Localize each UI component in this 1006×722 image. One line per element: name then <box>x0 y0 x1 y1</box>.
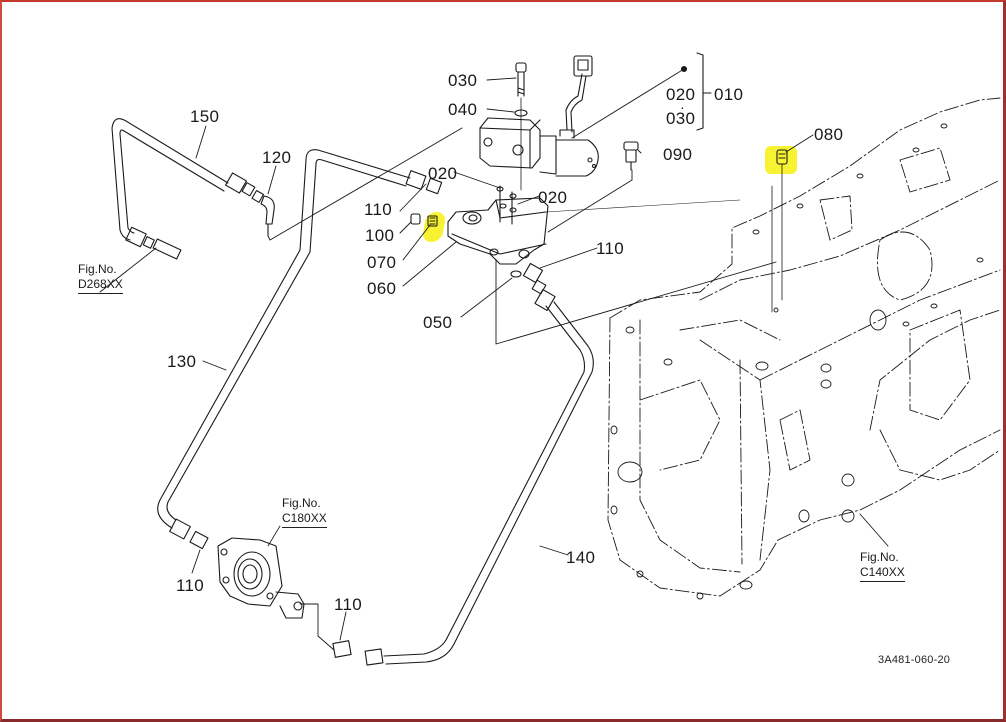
callout-110-fitting-bottom[interactable]: 110 <box>334 595 363 614</box>
leader-c180xx <box>267 525 281 547</box>
elbow-fitting-120 <box>251 189 275 237</box>
figure-ref-code: D268XX <box>78 277 123 294</box>
callout-040-washer[interactable]: 040 <box>448 100 478 119</box>
callout-010-solenoid[interactable]: 010 <box>714 85 744 104</box>
callout-060-valve-block[interactable]: 060 <box>367 279 397 298</box>
callout-130-pipe[interactable]: 130 <box>167 352 197 371</box>
fitting-110-right <box>522 262 556 311</box>
plug-080 <box>771 149 788 313</box>
drawing-code: 3A481-060-20 <box>878 654 951 666</box>
callout-100-plug[interactable]: 100 <box>365 226 395 245</box>
callout-030-assembly[interactable]: 030 <box>666 109 696 128</box>
callout-leaders <box>99 77 889 641</box>
highlight-part-080 <box>765 146 797 174</box>
housing-bolt-holes <box>610 123 984 600</box>
figure-ref-c140xx[interactable]: Fig.No. C140XX <box>860 550 905 582</box>
figure-ref-prefix: Fig.No. <box>282 496 321 510</box>
pipe-140 <box>383 301 594 665</box>
callout-030-bolt[interactable]: 030 <box>448 71 478 90</box>
assembly-bracket <box>696 52 704 131</box>
callout-020-stud-left[interactable]: 020 <box>428 164 458 183</box>
figure-ref-d268xx[interactable]: Fig.No. D268XX <box>78 262 123 294</box>
callout-110-fitting-upper[interactable]: 110 <box>364 200 393 219</box>
figure-ref-code: C180XX <box>282 511 327 528</box>
figure-ref-prefix: Fig.No. <box>860 550 899 564</box>
fitting-130-upper <box>405 170 443 195</box>
fitting-110-bottom <box>332 640 352 658</box>
leader-090-b <box>547 179 633 233</box>
callout-110-fitting-right[interactable]: 110 <box>596 239 625 258</box>
valve-block-060 <box>447 197 549 265</box>
bolt-030 <box>515 62 527 97</box>
callout-080-plug[interactable]: 080 <box>814 125 844 144</box>
fitting-150-upper <box>225 172 256 197</box>
callout-020-stud-right[interactable]: 020 <box>538 188 568 207</box>
studs-020 <box>496 185 517 225</box>
pipe-150 <box>111 118 229 241</box>
callout-090-plug[interactable]: 090 <box>663 145 693 164</box>
solenoid-connector-cable <box>565 55 593 133</box>
fitting-130-lower <box>169 518 209 550</box>
fitting-150-lower <box>125 226 182 260</box>
callout-150-pipe[interactable]: 150 <box>190 107 220 126</box>
solenoid-valve-010 <box>479 117 599 177</box>
leader-120-to-block <box>267 127 463 241</box>
flange-c180xx <box>217 537 305 619</box>
leader-block-right <box>545 199 741 213</box>
transmission-housing-c140xx <box>607 97 1001 597</box>
leader-mount-frame <box>495 259 777 345</box>
callout-020-assembly[interactable]: 020 <box>666 85 696 104</box>
callout-140-pipe[interactable]: 140 <box>566 548 596 567</box>
plug-070 <box>427 215 438 227</box>
callout-050-o-ring[interactable]: 050 <box>423 313 453 332</box>
pipe-130 <box>157 149 411 529</box>
figure-ref-c180xx[interactable]: Fig.No. C180XX <box>282 496 327 528</box>
plug-100 <box>410 213 421 225</box>
callout-110-fitting-left[interactable]: 110 <box>176 576 205 595</box>
callout-120-elbow[interactable]: 120 <box>262 148 292 167</box>
o-ring-050 <box>510 270 522 278</box>
figure-ref-prefix: Fig.No. <box>78 262 117 276</box>
fitting-140-lower <box>364 648 384 666</box>
leader-110-bottom <box>299 603 335 651</box>
figure-ref-code: C140XX <box>860 565 905 582</box>
leader-assembly <box>571 68 685 139</box>
callout-070-plug[interactable]: 070 <box>367 253 397 272</box>
assembly-separator-dot: · <box>680 99 685 115</box>
plug-090 <box>623 141 639 171</box>
